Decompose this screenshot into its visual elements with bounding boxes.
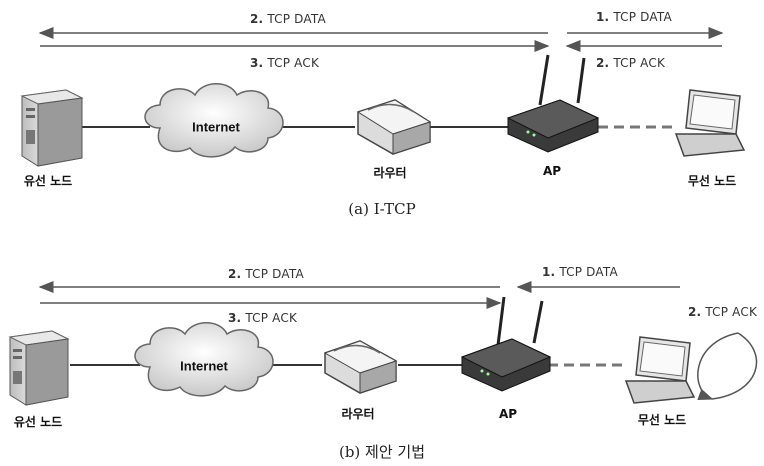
label-2-tcp-ack: 2.TCP ACK (596, 56, 666, 70)
wireless-node-label: 무선 노드 (687, 174, 737, 188)
ack-loop-arrow (697, 332, 739, 400)
label-3-tcp-ack: 3.TCP ACK (250, 56, 320, 70)
laptop-icon (674, 89, 746, 157)
label-2-tcp-ack-loop: 2.TCP ACK (688, 305, 758, 319)
diagram-b-graphics (8, 281, 758, 406)
label-3-tcp-ack: 3.TCP ACK (228, 311, 298, 325)
router-label: 라우터 (373, 166, 407, 180)
ap-label: AP (542, 164, 562, 178)
wired-node-label: 유선 노드 (23, 174, 73, 188)
cloud-icon (144, 83, 284, 158)
label-2-tcp-data: 2.TCP DATA (228, 267, 304, 281)
ap-label: AP (498, 407, 518, 421)
internet-label: Internet (180, 358, 228, 374)
router-label: 라우터 (341, 407, 375, 421)
label-1-tcp-data: 1.TCP DATA (596, 10, 672, 24)
diagram-a-graphics (20, 27, 746, 167)
cloud-icon (134, 322, 274, 397)
panel-i-tcp: 2.TCP DATA 1.TCP DATA 3.TCP ACK 2.TCP AC… (20, 10, 746, 218)
server-icon (20, 89, 84, 167)
access-point-icon (460, 296, 552, 392)
wireless-node-label: 무선 노드 (637, 413, 687, 427)
label-2-tcp-data: 2.TCP DATA (250, 12, 326, 26)
caption-b: (b) 제안 기법 (338, 443, 426, 461)
wired-node-label: 유선 노드 (13, 415, 63, 429)
router-icon (323, 340, 398, 394)
internet-label: Internet (192, 119, 240, 135)
caption-a: (a) I-TCP (348, 200, 416, 218)
server-icon (8, 330, 70, 406)
laptop-icon (624, 336, 696, 404)
router-icon (356, 99, 432, 155)
panel-proposed: 2.TCP DATA 1.TCP DATA 3.TCP ACK 2.TCP AC… (0, 233, 764, 466)
access-point-icon (506, 54, 600, 153)
label-1-tcp-data: 1.TCP DATA (542, 265, 618, 279)
